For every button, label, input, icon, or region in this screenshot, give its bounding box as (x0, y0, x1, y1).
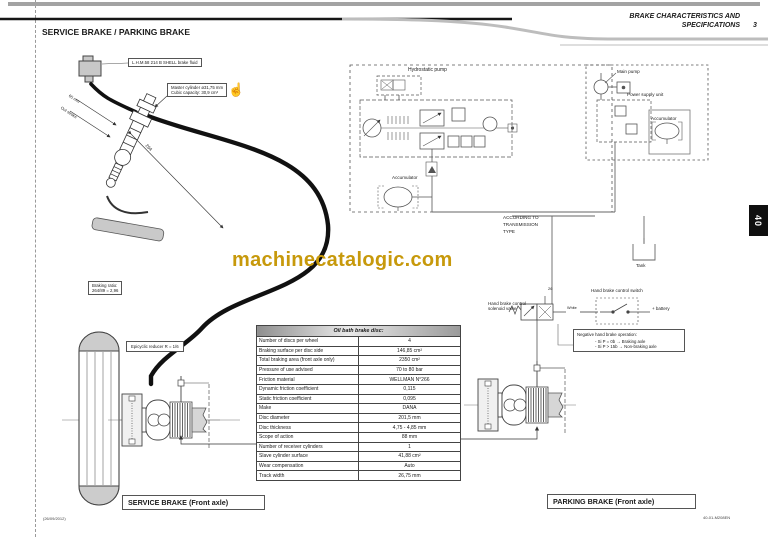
accumulator-right-label: Accumulator (651, 116, 677, 121)
header-page-number: 3 (753, 22, 757, 29)
header-title-line2: SPECIFICATIONS (681, 22, 740, 29)
footer-doc-code: 40-01-M208EN (703, 515, 731, 520)
battery-label: + battery (652, 306, 670, 311)
master-cylinder-label: Master cylinder ø31,75 mm Cubic capacity… (167, 83, 228, 98)
footer-date: (26/09/2012) (43, 516, 66, 521)
brake-fluid-reservoir (78, 55, 129, 83)
braking-ratio-label: Braking ratio: 264/89 = 2,96 (88, 281, 123, 296)
section-tab: 40 (749, 205, 768, 236)
table-row: Total braking area (front axle only)2350… (256, 355, 461, 366)
brake-hose (89, 82, 331, 387)
according-to-transmission-label: ACCORDING TO TRANSMISSION TYPE (503, 215, 539, 235)
table-header: Oil bath brake disc: (256, 325, 461, 337)
master-cylinder-assembly (91, 93, 168, 242)
hand-brake-valve-label: Hand brake control solenoid valve (488, 301, 527, 312)
circuit-lines (432, 142, 656, 369)
hand-brake-solenoid-valve (508, 296, 554, 321)
wire-color-label: White (567, 306, 577, 310)
top-gray-bar (8, 2, 760, 6)
negative-hand-brake-box: Negative hand brake operation: - Si P = … (573, 329, 685, 353)
brake-disc-spec-table: Oil bath brake disc: Number of discs per… (256, 325, 461, 481)
hydrostatic-pump-schematic (349, 64, 613, 213)
hand-cursor-icon: ☝ (228, 82, 245, 97)
page-margin-dashed-line (35, 0, 36, 537)
service-brake-axle (107, 375, 221, 449)
wheel (62, 331, 240, 506)
dimension-lines (69, 98, 224, 229)
power-supply-unit-label: Power supply unit (627, 92, 664, 97)
watermark: machinecatalogic.com (232, 249, 453, 271)
section-title: SERVICE BRAKE / PARKING BRAKE (42, 27, 190, 37)
hydrostatic-pump-label: Hydrostatic pump (408, 67, 447, 73)
parking-brake-axle (463, 360, 577, 434)
service-brake-caption: SERVICE BRAKE (Front axle) (122, 495, 265, 510)
header-swoosh (0, 17, 768, 46)
parking-brake-caption: PARKING BRAKE (Front axle) (547, 494, 696, 509)
table-callout-arrows (178, 426, 540, 445)
main-pump-label: Main pump (617, 69, 640, 74)
tank-label: Tank (636, 263, 646, 268)
epicyclic-reducer-label: Epicyclic reducer R = 1/6 (126, 341, 184, 353)
brake-fluid-label: L.H.M.58 214 B SHELL brake fluid (128, 58, 202, 68)
accumulator-left-label: Accumulator (392, 175, 418, 180)
hand-brake-switch-symbol (595, 297, 650, 325)
hand-brake-switch-label: Hand brake control switch (591, 288, 643, 293)
main-pump-schematic (585, 64, 709, 161)
wire-number-label: 26 (548, 286, 553, 291)
header-title-line1: BRAKE CHARACTERISTICS AND (629, 13, 740, 20)
